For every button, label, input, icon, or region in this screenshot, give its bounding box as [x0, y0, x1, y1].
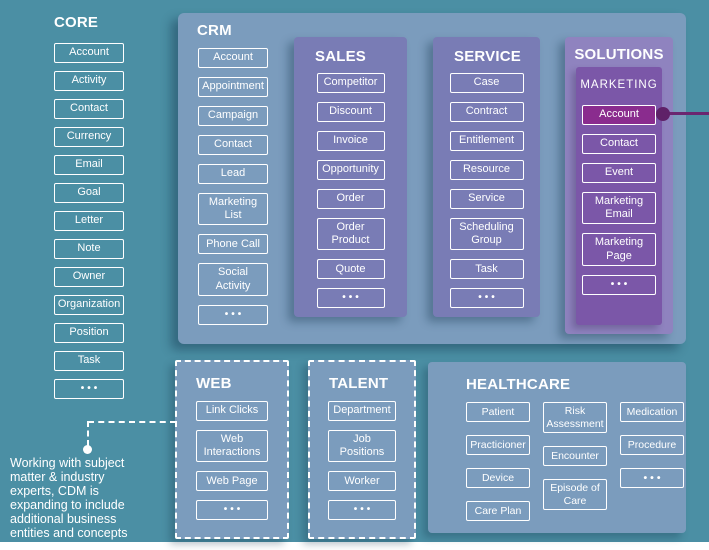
entity-box: Order: [316, 189, 385, 209]
entity-box: Account: [582, 105, 656, 125]
entity-box: Campaign: [198, 106, 268, 126]
note-text: Working with subject matter & industry e…: [10, 456, 128, 540]
marketing-title: MARKETING: [580, 79, 658, 91]
entity-box: Social Activity: [198, 263, 268, 296]
entity-box: Marketing Page: [582, 233, 656, 266]
entity-box: Episode of Care: [543, 479, 607, 511]
entity-box: •••: [582, 274, 656, 295]
entity-box: Procedure: [620, 435, 684, 455]
dashed-connector-vertical: [87, 421, 89, 446]
entity-box: Encounter: [543, 446, 607, 467]
entity-box: Service: [449, 189, 524, 209]
entity-box: Link Clicks: [196, 401, 268, 421]
entity-box: •••: [449, 288, 524, 309]
entity-box: Quote: [316, 259, 385, 280]
entity-box: Letter: [54, 211, 124, 231]
connector-dot: [656, 107, 670, 121]
entity-box: Position: [54, 323, 124, 343]
entity-box: Web Interactions: [196, 430, 268, 463]
healthcare-title: HEALTHCARE: [466, 376, 571, 393]
entity-box: Account: [54, 43, 124, 63]
entity-box: Scheduling Group: [449, 218, 524, 251]
entity-box: Department: [328, 401, 396, 421]
entity-box: Phone Call: [198, 234, 268, 255]
entity-box: Patient: [466, 402, 530, 422]
entity-box: Appointment: [198, 77, 268, 97]
entity-box: Event: [582, 163, 656, 183]
entity-box: •••: [196, 500, 268, 521]
entity-box: Job Positions: [328, 430, 396, 463]
entity-box: Device: [466, 468, 530, 488]
entity-box: Owner: [54, 267, 124, 287]
dashed-connector-dot: [83, 445, 92, 454]
entity-box: Email: [54, 155, 124, 175]
entity-box: Worker: [328, 471, 396, 492]
entity-box: Order Product: [316, 218, 385, 251]
entity-box: Medication: [620, 402, 684, 422]
entity-box: Task: [54, 351, 124, 371]
entity-box: Opportunity: [316, 160, 385, 180]
entity-box: Competitor: [316, 73, 385, 93]
entity-box: Risk Assessment: [543, 402, 607, 434]
entity-box: •••: [316, 288, 385, 309]
entity-box: Contact: [198, 135, 268, 155]
entity-box: Lead: [198, 164, 268, 184]
entity-box: Contact: [582, 134, 656, 154]
talent-title: TALENT: [329, 375, 389, 392]
entity-box: Account: [198, 48, 268, 68]
entity-box: Goal: [54, 183, 124, 203]
entity-box: Entitlement: [449, 131, 524, 151]
entity-box: Invoice: [316, 131, 385, 151]
solutions-title: SOLUTIONS: [574, 46, 664, 63]
entity-box: Contact: [54, 99, 124, 119]
entity-box: Resource: [449, 160, 524, 180]
entity-box: Task: [449, 259, 524, 280]
crm-title: CRM: [197, 22, 232, 39]
entity-box: •••: [54, 379, 124, 399]
entity-box: Contract: [449, 102, 524, 122]
connector-line: [663, 112, 709, 115]
entity-box: Case: [449, 73, 524, 93]
entity-box: Organization: [54, 295, 124, 315]
service-title: SERVICE: [454, 48, 521, 65]
entity-box: Care Plan: [466, 501, 530, 521]
entity-box: •••: [328, 500, 396, 521]
entity-box: Practicioner: [466, 435, 530, 455]
dashed-connector-horizontal: [88, 421, 176, 423]
entity-box: Marketing List: [198, 193, 268, 226]
entity-box: Web Page: [196, 471, 268, 492]
entity-box: Currency: [54, 127, 124, 147]
entity-box: Discount: [316, 102, 385, 122]
entity-box: Activity: [54, 71, 124, 91]
web-title: WEB: [196, 375, 232, 392]
entity-box: •••: [198, 304, 268, 325]
sales-title: SALES: [315, 48, 367, 65]
entity-box: Note: [54, 239, 124, 259]
entity-box: Marketing Email: [582, 192, 656, 225]
core-title: CORE: [54, 14, 99, 31]
entity-box: •••: [620, 468, 684, 488]
